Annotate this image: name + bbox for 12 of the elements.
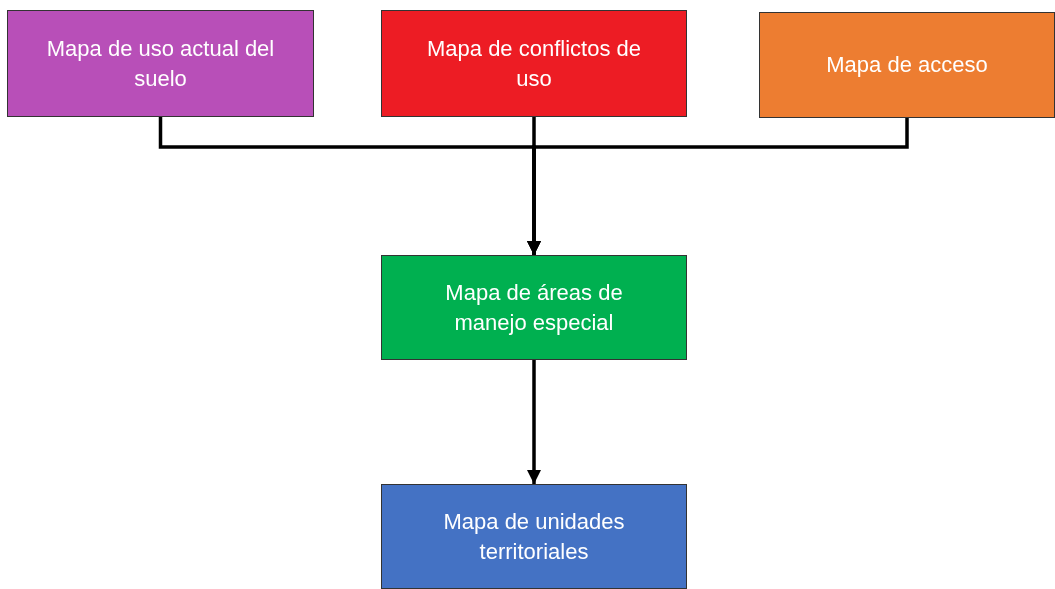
box-label: Mapa de conflictos de uso bbox=[426, 34, 642, 93]
box-label: Mapa de unidades territoriales bbox=[442, 507, 626, 566]
box-label: Mapa de uso actual del suelo bbox=[45, 34, 276, 93]
arrow bbox=[527, 118, 909, 255]
box-label: Mapa de áreas de manejo especial bbox=[444, 278, 624, 337]
arrow bbox=[527, 360, 541, 484]
box-label: Mapa de acceso bbox=[826, 51, 988, 79]
process-box bbox=[381, 10, 687, 117]
process-box bbox=[381, 484, 687, 589]
process-box bbox=[381, 255, 687, 360]
process-box bbox=[759, 12, 1055, 118]
process-box bbox=[7, 10, 314, 117]
